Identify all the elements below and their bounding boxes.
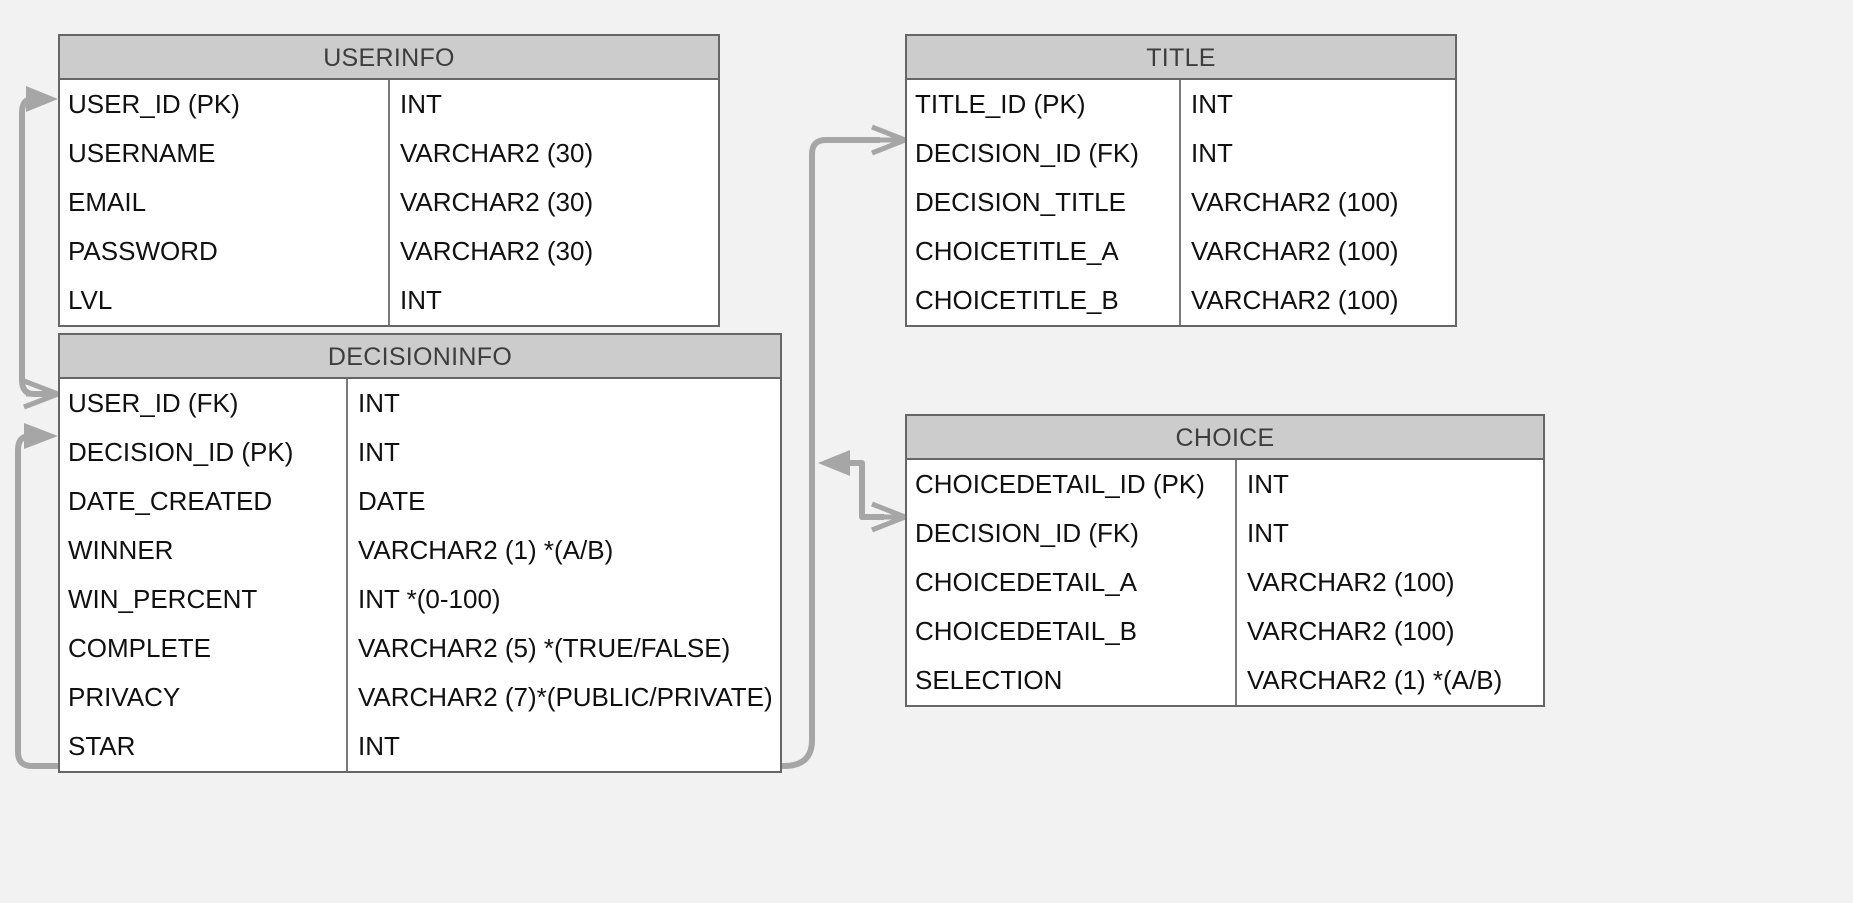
attribute-type: VARCHAR2 (1) *(A/B) xyxy=(1247,665,1503,695)
attribute-type: INT xyxy=(1191,138,1233,168)
attribute-name: PRIVACY xyxy=(60,673,348,722)
table-row[interactable]: CHOICEDETAIL_ID (PK) INT xyxy=(907,460,1543,509)
table-row[interactable]: WINNER VARCHAR2 (1) *(A/B) xyxy=(60,526,780,575)
table-row[interactable]: PRIVACY VARCHAR2 (7)*(PUBLIC/PRIVATE) xyxy=(60,673,780,722)
attribute-name: USERNAME xyxy=(60,129,390,178)
attribute-type: VARCHAR2 (100) xyxy=(1191,187,1399,217)
entity-title-userinfo: USERINFO xyxy=(60,36,718,80)
table-row[interactable]: LVL INT xyxy=(60,276,718,325)
connector-userinfo-decisioninfo xyxy=(19,86,59,410)
attribute-name: DATE_CREATED xyxy=(60,477,348,526)
table-row[interactable]: DECISION_TITLE VARCHAR2 (100) xyxy=(907,178,1455,227)
attribute-list-title: TITLE_ID (PK) INT DECISION_ID (FK) INT D… xyxy=(907,80,1455,325)
entity-userinfo[interactable]: USERINFO USER_ID (PK) INT USERNAME VARCH… xyxy=(58,34,720,327)
attribute-name: DECISION_ID (PK) xyxy=(60,428,348,477)
attribute-name: PASSWORD xyxy=(60,227,390,276)
entity-decisioninfo[interactable]: DECISIONINFO USER_ID (FK) INT DECISION_I… xyxy=(58,333,782,773)
attribute-name: CHOICEDETAIL_A xyxy=(907,558,1237,607)
entity-choice[interactable]: CHOICE CHOICEDETAIL_ID (PK) INT DECISION… xyxy=(905,414,1545,707)
attribute-name: SELECTION xyxy=(907,656,1237,705)
attribute-type: VARCHAR2 (5) *(TRUE/FALSE) xyxy=(358,633,731,663)
attribute-name: DECISION_TITLE xyxy=(907,178,1181,227)
table-row[interactable]: DECISION_ID (PK) INT xyxy=(60,428,780,477)
attribute-list-userinfo: USER_ID (PK) INT USERNAME VARCHAR2 (30) … xyxy=(60,80,718,325)
attribute-name: DECISION_ID (FK) xyxy=(907,509,1237,558)
attribute-type: VARCHAR2 (100) xyxy=(1191,285,1399,315)
attribute-name: WIN_PERCENT xyxy=(60,575,348,624)
table-row[interactable]: SELECTION VARCHAR2 (1) *(A/B) xyxy=(907,656,1543,705)
table-row[interactable]: TITLE_ID (PK) INT xyxy=(907,80,1455,129)
attribute-name: WINNER xyxy=(60,526,348,575)
attribute-name: DECISION_ID (FK) xyxy=(907,129,1181,178)
table-row[interactable]: USER_ID (FK) INT xyxy=(60,379,780,428)
table-row[interactable]: CHOICETITLE_A VARCHAR2 (100) xyxy=(907,227,1455,276)
table-row[interactable]: DECISION_ID (FK) INT xyxy=(907,509,1543,558)
table-row[interactable]: DATE_CREATED DATE xyxy=(60,477,780,526)
table-row[interactable]: PASSWORD VARCHAR2 (30) xyxy=(60,227,718,276)
entity-title[interactable]: TITLE TITLE_ID (PK) INT DECISION_ID (FK)… xyxy=(905,34,1457,327)
attribute-type: INT xyxy=(1191,89,1233,119)
attribute-name: EMAIL xyxy=(60,178,390,227)
entity-title-decisioninfo: DECISIONINFO xyxy=(60,335,780,379)
attribute-name: CHOICETITLE_A xyxy=(907,227,1181,276)
table-row[interactable]: EMAIL VARCHAR2 (30) xyxy=(60,178,718,227)
attribute-type: VARCHAR2 (30) xyxy=(400,236,594,266)
attribute-name: CHOICEDETAIL_B xyxy=(907,607,1237,656)
table-row[interactable]: CHOICEDETAIL_B VARCHAR2 (100) xyxy=(907,607,1543,656)
attribute-type: INT xyxy=(400,89,442,119)
attribute-name: LVL xyxy=(60,276,390,325)
attribute-type: INT xyxy=(1247,518,1289,548)
attribute-type: INT xyxy=(358,731,400,761)
table-row[interactable]: USERNAME VARCHAR2 (30) xyxy=(60,129,718,178)
attribute-type: INT xyxy=(1247,469,1289,499)
attribute-type: VARCHAR2 (100) xyxy=(1247,616,1455,646)
entity-title-choice: CHOICE xyxy=(907,416,1543,460)
attribute-list-choice: CHOICEDETAIL_ID (PK) INT DECISION_ID (FK… xyxy=(907,460,1543,705)
table-row[interactable]: STAR INT xyxy=(60,722,780,771)
attribute-name: CHOICEDETAIL_ID (PK) xyxy=(907,460,1237,509)
table-row[interactable]: COMPLETE VARCHAR2 (5) *(TRUE/FALSE) xyxy=(60,624,780,673)
attribute-type: VARCHAR2 (30) xyxy=(400,187,594,217)
attribute-type: VARCHAR2 (100) xyxy=(1247,567,1455,597)
attribute-type: INT xyxy=(358,437,400,467)
attribute-list-decisioninfo: USER_ID (FK) INT DECISION_ID (PK) INT DA… xyxy=(60,379,780,771)
attribute-name: USER_ID (PK) xyxy=(60,80,390,129)
table-row[interactable]: DECISION_ID (FK) INT xyxy=(907,129,1455,178)
attribute-type: VARCHAR2 (1) *(A/B) xyxy=(358,535,614,565)
attribute-name: COMPLETE xyxy=(60,624,348,673)
table-row[interactable]: CHOICEDETAIL_A VARCHAR2 (100) xyxy=(907,558,1543,607)
attribute-type: VARCHAR2 (100) xyxy=(1191,236,1399,266)
table-row[interactable]: WIN_PERCENT INT *(0-100) xyxy=(60,575,780,624)
attribute-type: VARCHAR2 (7)*(PUBLIC/PRIVATE) xyxy=(358,682,773,712)
attribute-type: VARCHAR2 (30) xyxy=(400,138,594,168)
attribute-name: TITLE_ID (PK) xyxy=(907,80,1181,129)
attribute-type: INT xyxy=(358,388,400,418)
table-row[interactable]: CHOICETITLE_B VARCHAR2 (100) xyxy=(907,276,1455,325)
attribute-name: STAR xyxy=(60,722,348,771)
attribute-name: CHOICETITLE_B xyxy=(907,276,1181,325)
attribute-type: INT *(0-100) xyxy=(358,584,501,614)
attribute-type: DATE xyxy=(358,486,426,516)
attribute-type: INT xyxy=(400,285,442,315)
table-row[interactable]: USER_ID (PK) INT xyxy=(60,80,718,129)
entity-title-title: TITLE xyxy=(907,36,1455,80)
attribute-name: USER_ID (FK) xyxy=(60,379,348,428)
